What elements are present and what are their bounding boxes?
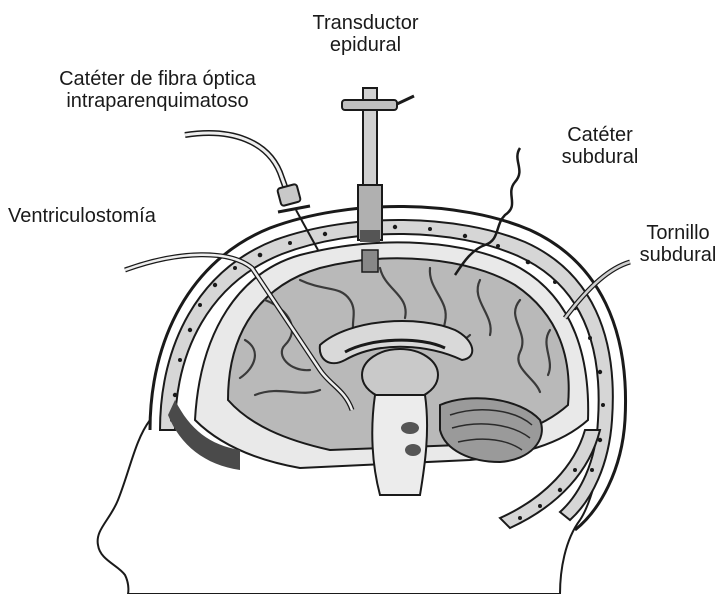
epidural-transducer-label-line2: epidural	[298, 34, 433, 56]
subdural-catheter-label-line1: Catéter	[545, 124, 655, 146]
epidural-transducer-label: Transductor epidural	[298, 12, 433, 56]
fiber-optic-catheter-label-line2: intraparenquimatoso	[20, 90, 295, 112]
brainstem-spot-lower	[405, 444, 421, 456]
subdural-catheter-label: Catéter subdural	[545, 124, 655, 168]
ventriculostomy-label: Ventriculostomía	[8, 205, 156, 227]
fiber-optic-catheter-label-line1: Catéter de fibra óptica	[20, 68, 295, 90]
fiber-optic-catheter-label: Catéter de fibra óptica intraparenquimat…	[20, 68, 295, 112]
brainstem	[372, 395, 427, 495]
epidural-transducer-label-line1: Transductor	[298, 12, 433, 34]
subdural-bolt-label-line2: subdural	[632, 244, 724, 266]
subdural-bolt-label-line1: Tornillo	[632, 222, 724, 244]
ventriculostomy-label-line1: Ventriculostomía	[8, 205, 156, 227]
subdural-catheter-label-line2: subdural	[545, 146, 655, 168]
thalamus	[362, 349, 438, 401]
brainstem-spot-upper	[401, 422, 419, 434]
subdural-bolt-label: Tornillo subdural	[632, 222, 724, 266]
